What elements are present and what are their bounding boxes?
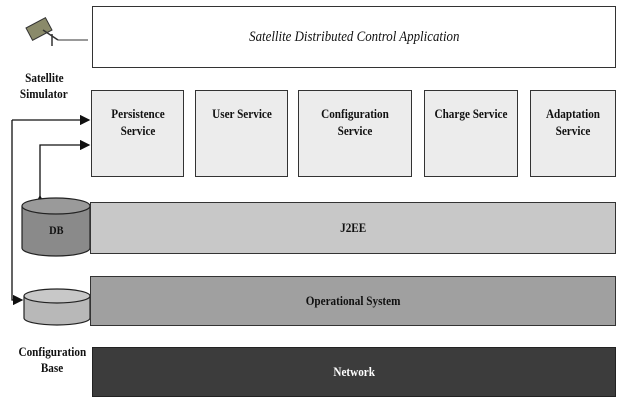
layer-os-label: Operational System bbox=[305, 293, 401, 308]
application-box: Satellite Distributed Control Applicatio… bbox=[92, 6, 616, 68]
db-label: DB bbox=[22, 222, 90, 238]
db-label-text: DB bbox=[48, 223, 64, 237]
service-user: User Service bbox=[195, 90, 288, 177]
service-persistence: Persistence Service bbox=[91, 90, 184, 177]
service-label: Charge Service bbox=[434, 106, 508, 121]
layer-operational-system: Operational System bbox=[90, 276, 616, 326]
service-configuration: Configuration Service bbox=[298, 90, 412, 177]
service-adaptation: Adaptation Service bbox=[530, 90, 616, 177]
satellite-label-line1: Satellite bbox=[24, 70, 64, 85]
arrow-db-persistence bbox=[34, 139, 91, 206]
satellite-label-line2: Simulator bbox=[20, 86, 68, 101]
layer-j2ee: J2EE bbox=[90, 202, 616, 254]
layer-network-label: Network bbox=[333, 364, 375, 379]
application-title: Satellite Distributed Control Applicatio… bbox=[248, 28, 460, 45]
config-label-line2: Base bbox=[40, 360, 64, 375]
configuration-base-label: Configuration Base bbox=[8, 344, 96, 376]
arrow-to-config-base bbox=[11, 120, 24, 306]
db-cylinder bbox=[21, 197, 91, 257]
service-label: Adaptation Service bbox=[545, 106, 601, 138]
layer-network: Network bbox=[92, 347, 616, 397]
layer-j2ee-label: J2EE bbox=[339, 220, 367, 235]
service-label: User Service bbox=[211, 106, 272, 121]
config-base-cylinder bbox=[23, 288, 91, 326]
config-label-line1: Configuration bbox=[18, 344, 86, 359]
satellite-dish-icon bbox=[25, 16, 88, 46]
service-charge: Charge Service bbox=[424, 90, 518, 177]
satellite-simulator-label: Satellite Simulator bbox=[4, 70, 84, 102]
service-label: Persistence Service bbox=[110, 106, 165, 138]
service-label: Configuration Service bbox=[321, 106, 389, 138]
